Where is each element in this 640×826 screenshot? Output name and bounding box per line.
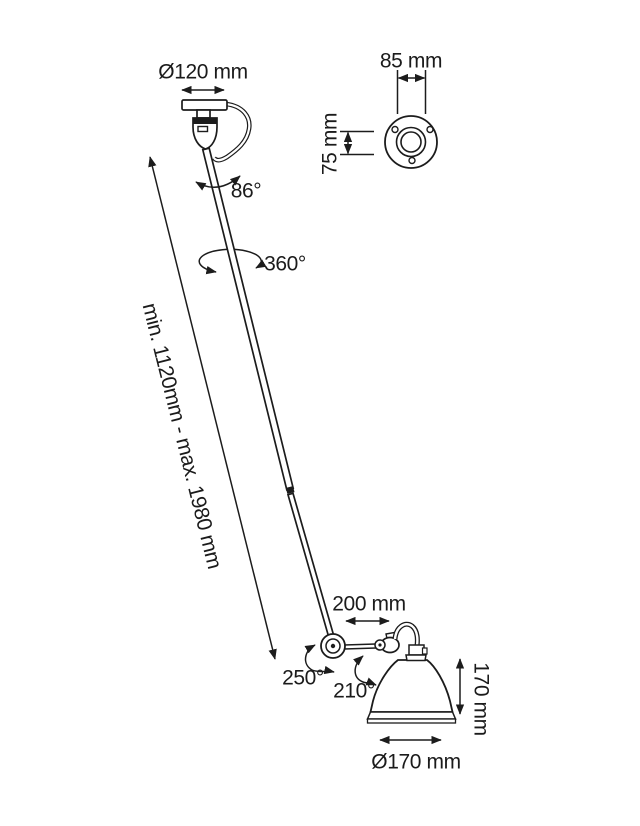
shade-height-label: 170 mm (469, 662, 493, 736)
rod-tilt-angle-label: 86° (230, 179, 262, 203)
shade-rotation-angle-label: 210° (333, 679, 375, 703)
arm-assembly (343, 643, 377, 650)
socket-band (192, 118, 218, 124)
socket-switch (197, 125, 209, 133)
shade-socket-collar (405, 654, 427, 662)
lamp-shade (366, 644, 457, 724)
screw-hole (408, 156, 416, 165)
elbow-joint (320, 633, 346, 659)
shade-socket (408, 644, 425, 656)
arm-length-label: 200 mm (332, 592, 406, 616)
plate-width-label: 85 mm (379, 49, 443, 73)
canopy-diameter-label: Ø120 mm (158, 60, 248, 84)
elbow-rotation-angle-label: 250° (282, 666, 324, 690)
dimension-lines (148, 70, 465, 745)
shade-diameter-label: Ø170 mm (371, 750, 461, 774)
plate-height-label: 75 mm (318, 112, 342, 176)
rod-rotation-angle-label: 360° (264, 252, 306, 276)
shade-rim-lip (366, 718, 457, 724)
rotation-arc-360 (198, 248, 267, 275)
shade-rim (366, 711, 457, 720)
tilt-arc-86 (195, 175, 241, 191)
shade-knuckle-joint (374, 631, 400, 654)
screw-hole (391, 125, 399, 134)
ceiling-mount (181, 99, 228, 150)
telescope-collar (285, 486, 295, 494)
power-cable (212, 101, 252, 163)
rotation-arc-210 (353, 655, 377, 686)
rotation-arc-250 (304, 644, 335, 675)
shade-hook-tube (392, 621, 420, 647)
screw-hole (426, 125, 434, 134)
mounting-plate-top-view (384, 115, 438, 169)
